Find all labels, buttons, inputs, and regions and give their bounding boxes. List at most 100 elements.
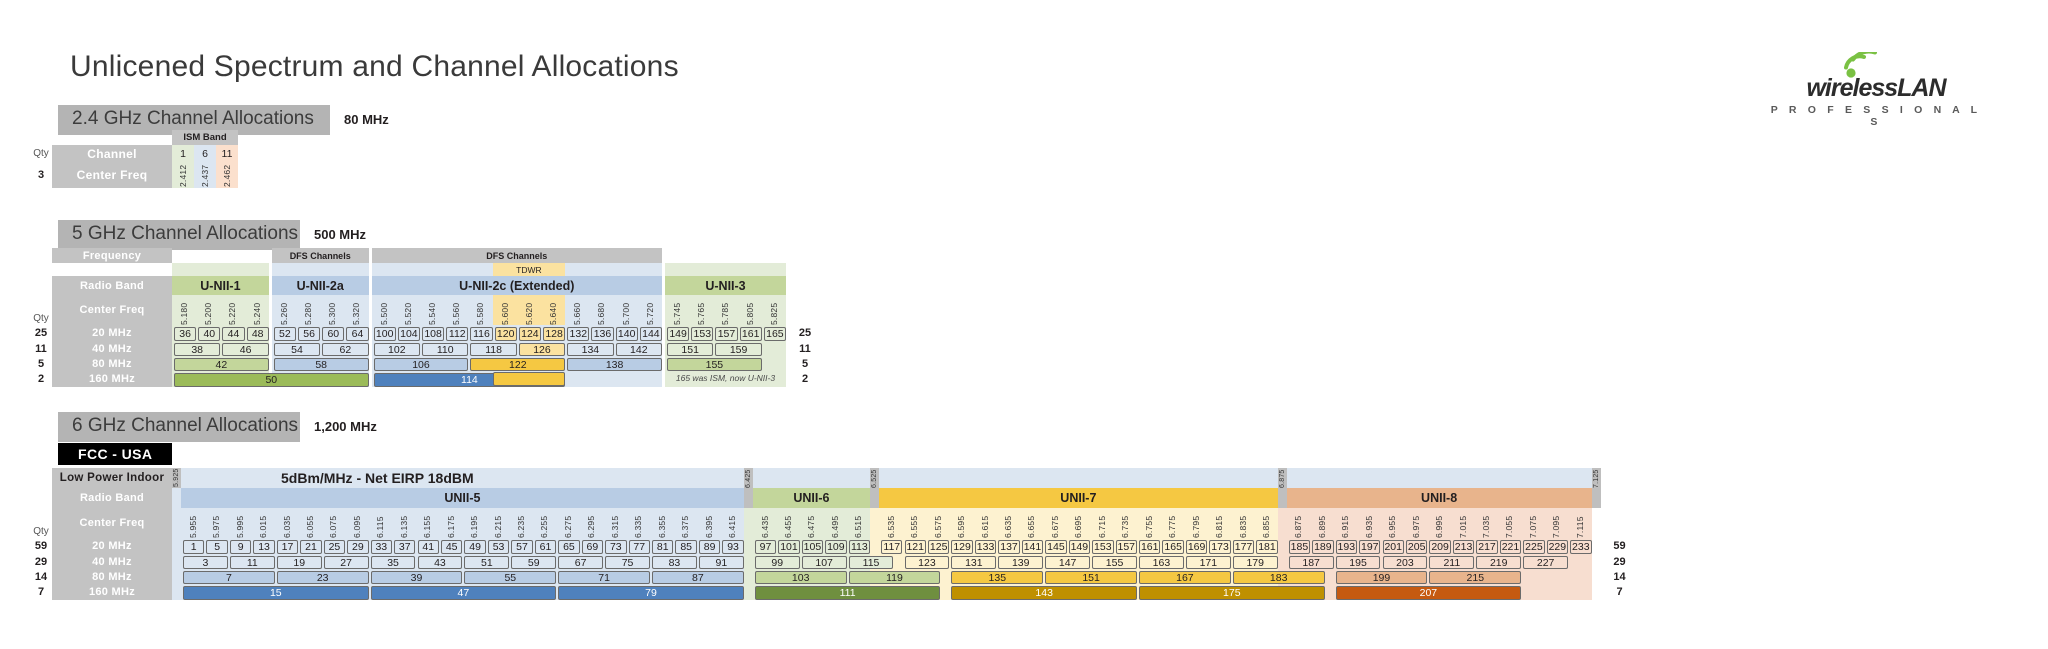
- center-freq-cell: 6.875: [1293, 515, 1304, 538]
- channel-20: 29: [347, 540, 369, 554]
- channel-40: 110: [422, 343, 469, 356]
- channel-40: 19: [276, 556, 322, 569]
- radio-band-4: U-NII-3: [665, 276, 786, 295]
- channel-20: 141: [1021, 540, 1044, 554]
- center-freq-cell: 5.995: [234, 515, 245, 538]
- center-freq-cell: 6.395: [703, 515, 714, 538]
- channel-20: 137: [998, 540, 1020, 554]
- center-freq-cell: 5.720: [644, 302, 655, 325]
- channel-20: 89: [698, 540, 721, 554]
- center-freq-cell: 7.115: [1574, 515, 1585, 538]
- row-label-center-freq: Center Freq: [52, 295, 172, 325]
- center-freq-cell: 6.855: [1260, 515, 1271, 538]
- qty-header: Qty: [33, 526, 49, 537]
- channel-40: 203: [1382, 556, 1428, 569]
- channel-160: 50: [174, 373, 369, 387]
- channel-160: 143: [951, 586, 1137, 600]
- channel-20: 117: [881, 540, 903, 554]
- row-label-w160: 160 MHz: [52, 584, 172, 600]
- channel-80: 151: [1045, 571, 1137, 584]
- center-freq-cell: 6.595: [956, 515, 967, 538]
- channel-40: 118: [470, 343, 517, 356]
- tdwr-label: TDWR: [492, 263, 566, 276]
- center-freq-cell: 5.805: [744, 302, 755, 325]
- qty-left-1: 11: [35, 342, 47, 355]
- qty-left-0: 25: [34, 327, 48, 339]
- row-label-w80: 80 MHz: [52, 569, 172, 584]
- center-freq-cell: 6.255: [539, 515, 550, 538]
- channel-20: 225: [1523, 540, 1545, 554]
- row-label-low-power-indoor: Low Power Indoor: [52, 468, 172, 488]
- center-freq-cell: 6.455: [782, 515, 793, 538]
- channel-20: 153: [1092, 540, 1114, 554]
- channel-20: 120: [494, 327, 517, 341]
- channel-40: 107: [801, 556, 847, 569]
- row-label-w20: 20 MHz: [52, 325, 172, 341]
- channel-160: 175: [1139, 586, 1325, 600]
- center-freq-cell: 5.240: [251, 302, 262, 325]
- channel-40: 11: [229, 556, 275, 569]
- center-freq-cell: 5.955: [187, 515, 198, 538]
- channel-40: 151: [667, 343, 714, 356]
- channel-20: 229: [1546, 540, 1569, 554]
- channel-20: 25: [323, 540, 346, 554]
- center-freq-cell: 5.260: [278, 302, 289, 325]
- channel-20: 129: [951, 540, 973, 554]
- channel-80: 7: [183, 571, 275, 584]
- channel-160: 15: [183, 586, 369, 600]
- channel-20: 189: [1312, 540, 1334, 554]
- qty-header: Qty: [33, 148, 49, 159]
- channel-80: 87: [652, 571, 744, 584]
- channel-40: 134: [567, 343, 614, 356]
- center-freq-cell: 6.955: [1387, 515, 1398, 538]
- row-label-w160: 160 MHz: [52, 371, 172, 387]
- center-freq-cell: 6.935: [1363, 515, 1374, 538]
- channel-40: 159: [715, 343, 762, 356]
- channel-40: 126: [518, 343, 566, 356]
- radio-band-unii-6: UNII-6: [752, 488, 871, 508]
- channel-40: 147: [1045, 556, 1091, 569]
- qty-left-3: 2: [37, 373, 45, 385]
- channel-20: 125: [927, 540, 950, 554]
- channel-40: 91: [698, 556, 744, 569]
- logo-wordmark: wirelessLAN: [1806, 74, 1946, 102]
- channel-20: 149: [667, 327, 690, 341]
- channel-80: 23: [276, 571, 369, 584]
- channel-20: 145: [1045, 540, 1067, 554]
- center-freq-cell: 5.180: [179, 302, 190, 325]
- channel-80: 55: [464, 571, 557, 584]
- center-freq-cell: 6.495: [829, 515, 840, 538]
- dfs-label-2: DFS Channels: [371, 248, 662, 263]
- channel-80: 58: [273, 358, 369, 371]
- center-freq-cell: 2.437: [194, 162, 216, 188]
- center-freq-cell: 6.075: [328, 515, 339, 538]
- channel-20: 21: [300, 540, 322, 554]
- section-header-5ghz: 5 GHz Channel Allocations 500 MHz: [58, 220, 366, 250]
- center-freq-cell: 6.895: [1316, 515, 1327, 538]
- center-freq-cell: 5.580: [475, 302, 486, 325]
- channel-20: 140: [615, 327, 638, 341]
- channel-20: 132: [567, 327, 590, 341]
- channel-20: 56: [298, 327, 321, 341]
- channel-40: 3: [183, 556, 228, 569]
- channel-40: 219: [1476, 556, 1522, 569]
- channel-20: 173: [1209, 540, 1231, 554]
- channel-20: 64: [346, 327, 369, 341]
- channel-20: 136: [591, 327, 614, 341]
- dfs-label-1: DFS Channels: [271, 248, 369, 263]
- channel-20: 33: [370, 540, 393, 554]
- channel-40: 35: [370, 556, 416, 569]
- section-bandwidth-6ghz: 1,200 MHz: [314, 419, 377, 435]
- qty-right-3: 7: [1616, 586, 1623, 598]
- qty-right-2: 5: [801, 357, 809, 370]
- center-freq-cell: 5.200: [203, 302, 214, 325]
- channel-80: 42: [174, 358, 269, 371]
- center-freq-cell: 5.825: [768, 302, 779, 325]
- channel-20: 61: [534, 540, 557, 554]
- center-freq-cell: 5.540: [427, 302, 438, 325]
- center-freq-cell: 6.835: [1237, 515, 1248, 538]
